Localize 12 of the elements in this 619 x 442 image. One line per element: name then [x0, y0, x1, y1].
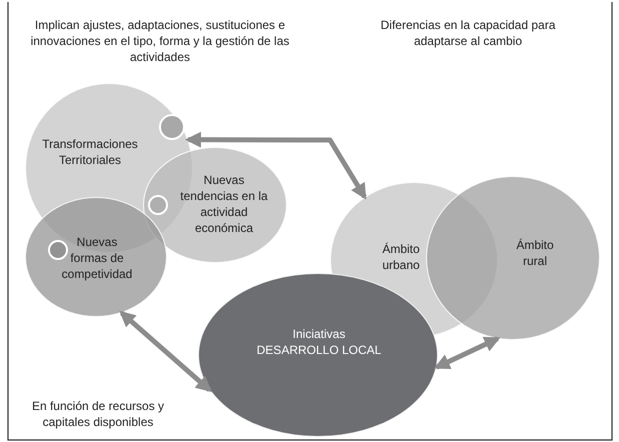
note-text: En función de recursos y capitales disponibles — [30, 398, 166, 430]
node-label: Ámbito rural — [515, 237, 555, 269]
note-text: Implican ajustes, adaptaciones, sustituciones e innovaciones en el tipo, forma y la gestión de las actividades — [30, 17, 290, 65]
double-arrow — [185, 132, 367, 200]
node-label: Nuevas tendencias en la actividad económica — [179, 172, 269, 236]
node-label: Iniciativas DESARROLLO LOCAL — [256, 326, 382, 358]
node-label: Transformaciones Territoriales — [41, 136, 139, 168]
node-label: Ámbito urbano — [381, 241, 421, 273]
node-label: Nuevas formas de competividad — [60, 234, 134, 282]
double-arrow — [434, 336, 500, 370]
note-text: Diferencias en la capacidad para adaptarse al cambio — [380, 17, 556, 49]
double-arrow — [119, 310, 212, 392]
